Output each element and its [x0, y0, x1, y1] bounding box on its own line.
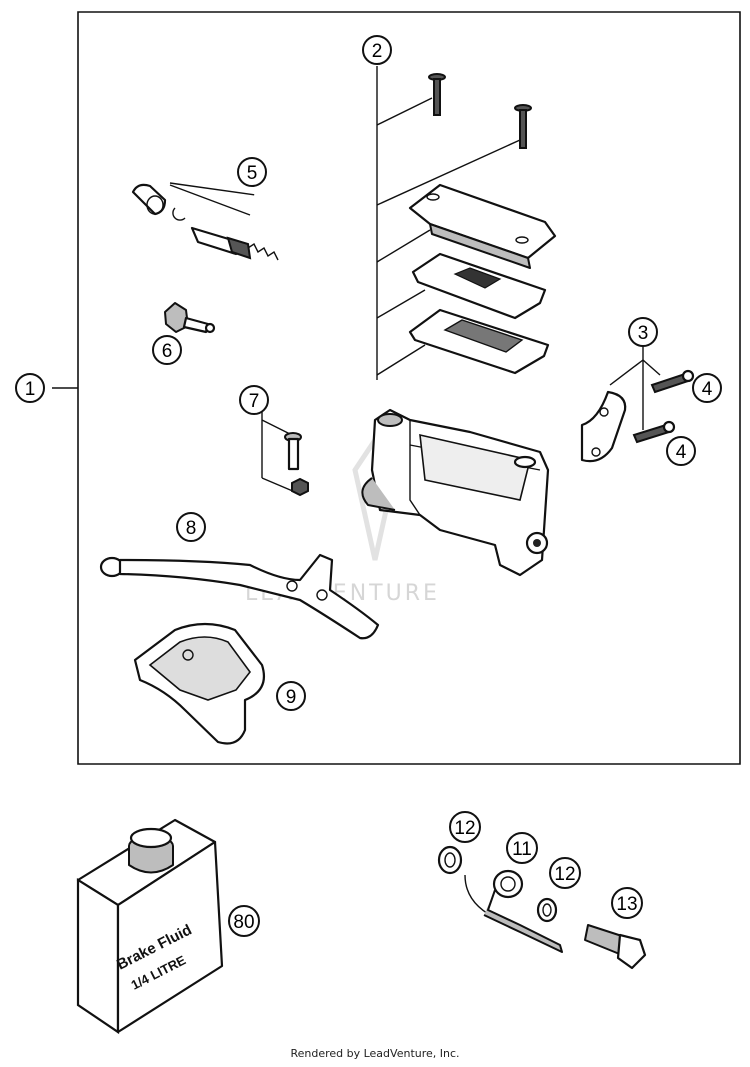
svg-text:3: 3	[638, 323, 649, 344]
callout-9: 9	[276, 681, 306, 711]
assembly-bracket	[52, 11, 741, 765]
callout-4-lower: 4	[666, 436, 696, 466]
svg-text:80: 80	[233, 912, 254, 933]
footer-credit: Rendered by LeadVenture, Inc.	[290, 1047, 459, 1060]
callout-5: 5	[237, 157, 267, 187]
master-cylinder-body	[361, 408, 550, 577]
callout-3: 3	[628, 317, 658, 347]
part-80-brake-fluid-bottle: Brake Fluid 1/4 LITRE	[76, 818, 224, 1035]
part-8-brake-lever	[99, 553, 380, 640]
part-12-washer-a	[437, 845, 463, 875]
part-12-washer-b	[536, 897, 558, 923]
diaphragm-plate	[408, 308, 550, 375]
screw-2	[514, 104, 532, 149]
svg-text:6: 6	[162, 341, 173, 362]
clamp-bolt-1	[650, 369, 695, 394]
screw-1	[428, 73, 446, 116]
svg-text:7: 7	[249, 391, 260, 412]
callout-1: 1	[15, 373, 45, 403]
callout-8: 8	[176, 512, 206, 542]
svg-text:13: 13	[616, 894, 637, 915]
svg-text:4: 4	[702, 379, 713, 400]
part-6-bleeder-screw	[164, 302, 216, 334]
clamp-bolt-2	[632, 420, 676, 444]
svg-text:1: 1	[25, 379, 36, 400]
callout-2: 2	[362, 35, 392, 65]
part-2-reservoir-cover-set	[376, 66, 557, 380]
callout-80: 80	[228, 905, 260, 937]
svg-text:12: 12	[454, 818, 475, 839]
part-7-pivot-bolt	[261, 412, 309, 497]
part-3-handlebar-clamp	[580, 345, 695, 463]
callout-13: 13	[611, 887, 643, 919]
hose-banjo-assembly	[437, 845, 647, 970]
svg-text:5: 5	[247, 163, 258, 184]
bottle-cap	[128, 827, 174, 874]
svg-text:2: 2	[372, 41, 383, 62]
reservoir-cover	[408, 183, 557, 269]
svg-text:4: 4	[676, 442, 687, 463]
svg-text:8: 8	[186, 518, 197, 539]
callout-6: 6	[152, 335, 182, 365]
callout-7: 7	[239, 385, 269, 415]
part-13-banjo-bolt	[584, 924, 647, 970]
callout-4-upper: 4	[692, 373, 722, 403]
svg-text:9: 9	[286, 687, 297, 708]
callout-11: 11	[506, 832, 538, 864]
part-9-lever-cover	[133, 622, 266, 745]
callout-12-lower: 12	[549, 857, 581, 889]
callout-12-upper: 12	[449, 811, 481, 843]
diaphragm-gasket	[411, 252, 547, 320]
svg-text:12: 12	[554, 864, 575, 885]
part-5-piston-kit	[131, 182, 279, 261]
part-11-banjo-fitting	[483, 869, 563, 953]
svg-text:11: 11	[512, 839, 532, 860]
